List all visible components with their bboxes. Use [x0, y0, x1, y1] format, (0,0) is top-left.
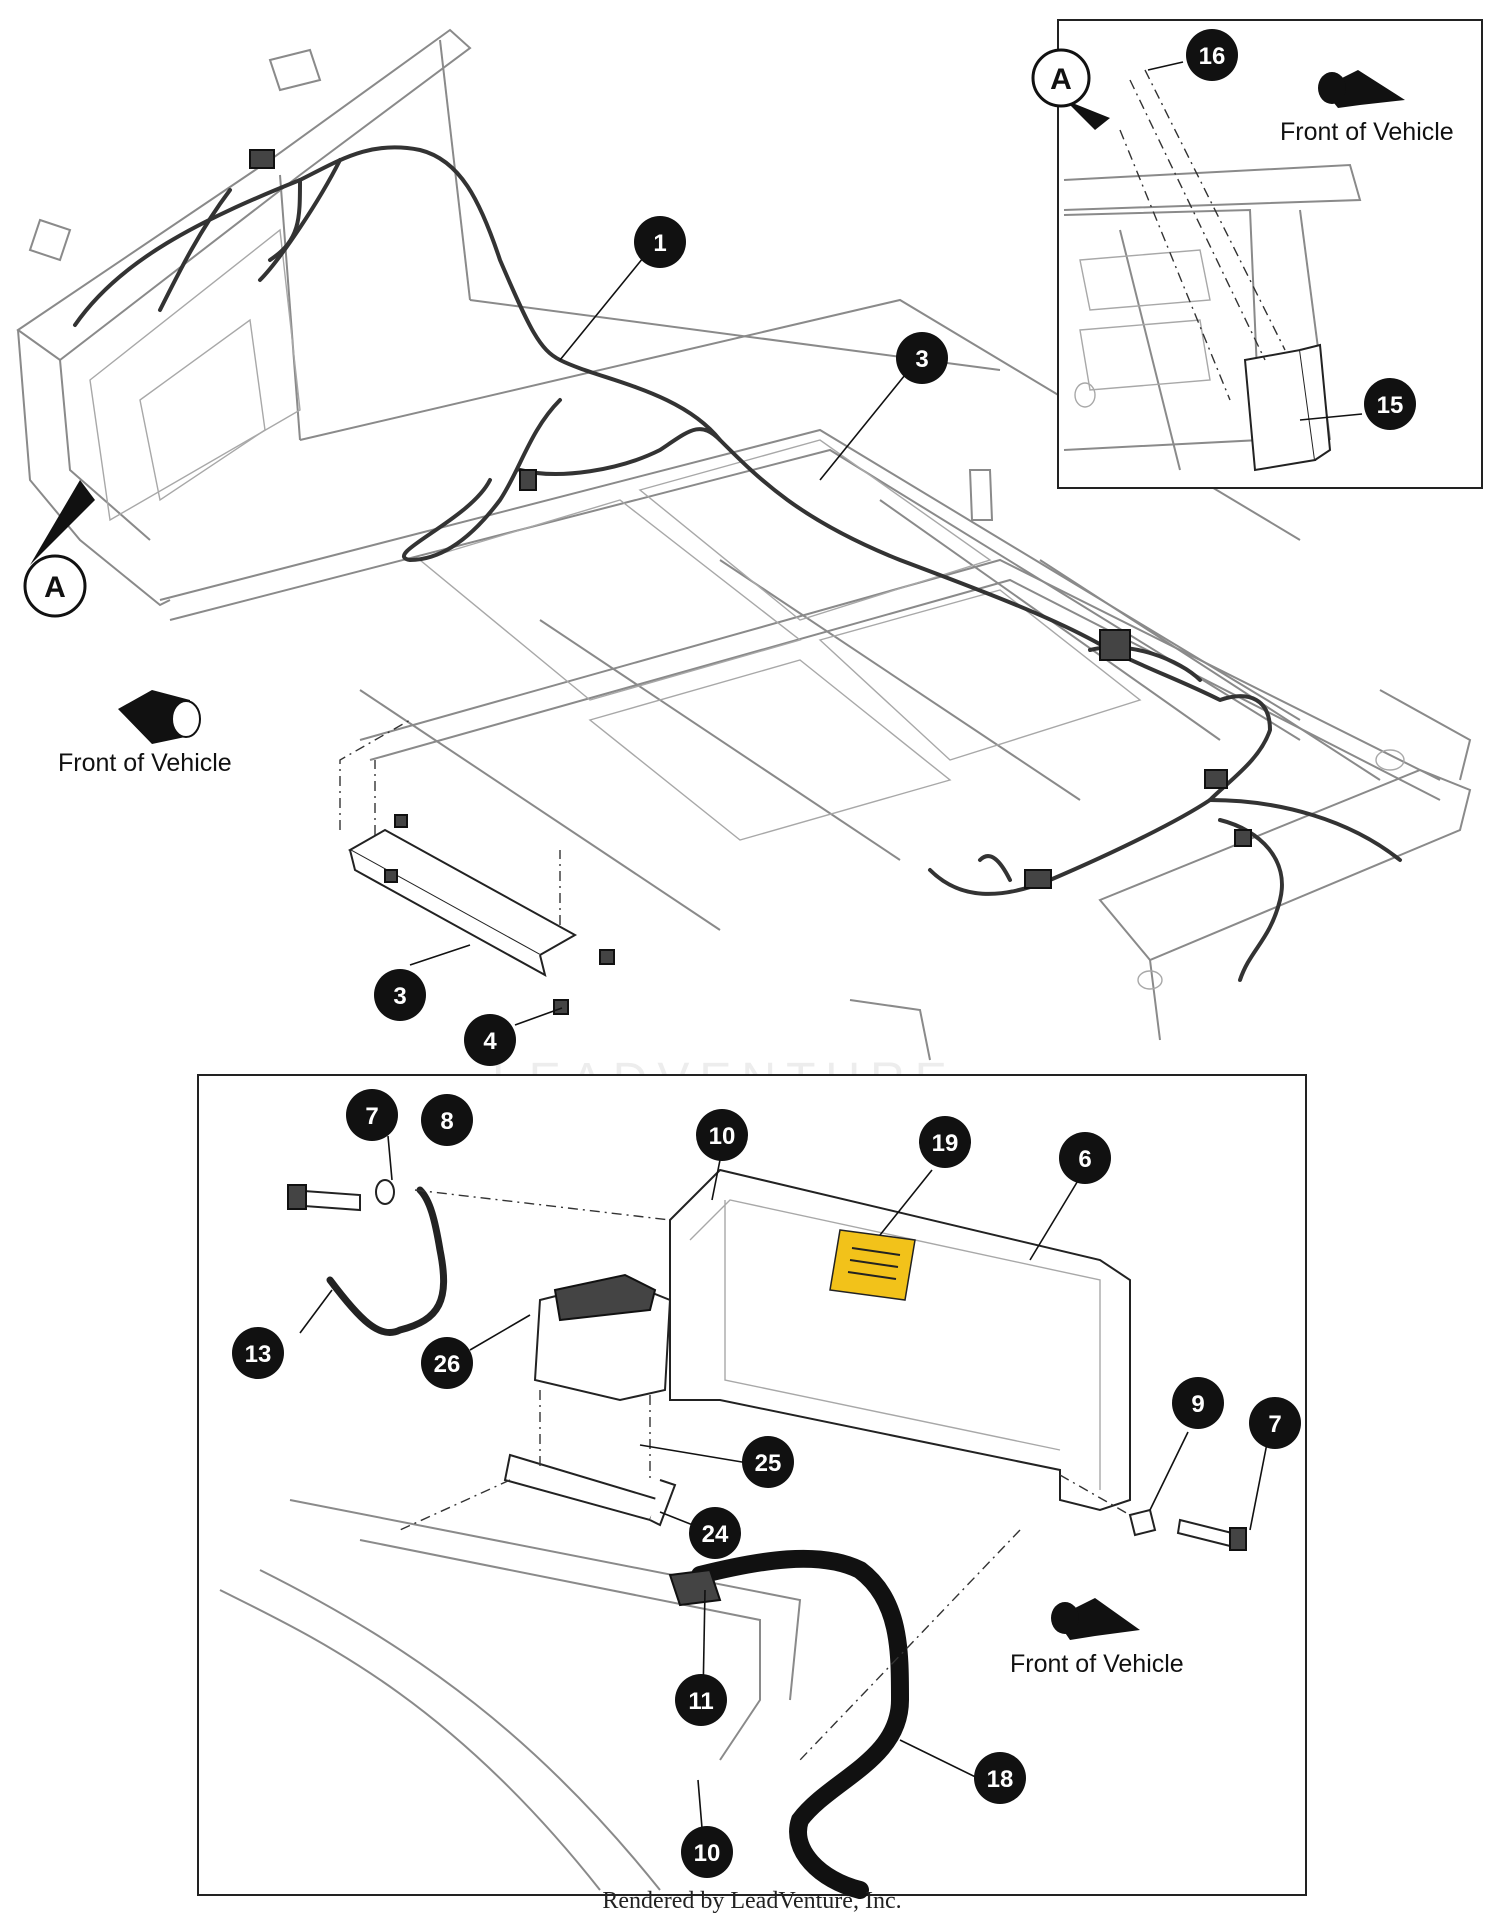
callout-24: 24 [689, 1507, 741, 1559]
front-of-vehicle-arrow-icon [1318, 70, 1405, 108]
svg-text:11: 11 [688, 1688, 713, 1715]
svg-text:10: 10 [694, 1840, 721, 1867]
svg-text:A: A [1050, 63, 1072, 96]
view-a-callout-inset: A [1031, 48, 1110, 130]
svg-text:10: 10 [709, 1123, 736, 1150]
svg-text:3: 3 [393, 983, 406, 1010]
callout-15: 15 [1364, 378, 1416, 430]
front-of-vehicle-label-lower: Front of Vehicle [1010, 1650, 1184, 1678]
svg-text:19: 19 [932, 1130, 959, 1157]
svg-text:9: 9 [1191, 1391, 1204, 1418]
front-of-vehicle-arrow-icon [118, 690, 201, 744]
svg-text:15: 15 [1377, 392, 1404, 419]
callout-7-right: 7 [1249, 1397, 1301, 1449]
callout-9: 9 [1172, 1377, 1224, 1429]
svg-text:8: 8 [440, 1108, 453, 1135]
leader-lines [299, 61, 1363, 1853]
callout-11: 11 [675, 1674, 727, 1726]
svg-text:18: 18 [987, 1766, 1014, 1793]
svg-text:3: 3 [915, 346, 928, 373]
view-a-callout-main: A [23, 480, 95, 618]
callout-10-top: 10 [696, 1109, 748, 1161]
callout-13: 13 [232, 1327, 284, 1379]
vehicle-frame [16, 28, 1472, 1061]
battery-bracket-3 [339, 719, 615, 1015]
warning-label-icon [829, 1229, 916, 1301]
callout-10-bottom: 10 [681, 1826, 733, 1878]
callout-6: 6 [1059, 1132, 1111, 1184]
svg-text:1: 1 [653, 230, 666, 257]
svg-text:16: 16 [1199, 43, 1226, 70]
callout-19: 19 [919, 1116, 971, 1168]
svg-text:6: 6 [1078, 1146, 1091, 1173]
inset-frame-drawing [1063, 69, 1362, 472]
lower-detail-drawing [219, 1168, 1247, 1899]
callout-3-bracket: 3 [374, 969, 426, 1021]
callout-8: 8 [421, 1094, 473, 1146]
front-of-vehicle-label-inset: Front of Vehicle [1280, 118, 1454, 146]
svg-text:7: 7 [1268, 1411, 1281, 1438]
callout-25: 25 [742, 1436, 794, 1488]
callout-4: 4 [464, 1014, 516, 1066]
wiring-harness [73, 145, 1402, 982]
callout-16: 16 [1186, 29, 1238, 81]
svg-text:26: 26 [434, 1351, 461, 1378]
callout-7-left: 7 [346, 1089, 398, 1141]
callout-18: 18 [974, 1752, 1026, 1804]
front-of-vehicle-label-left: Front of Vehicle [58, 749, 232, 777]
svg-text:7: 7 [365, 1103, 378, 1130]
svg-text:A: A [44, 571, 66, 604]
front-of-vehicle-arrow-icon [1051, 1598, 1140, 1640]
callout-3-harness: 3 [896, 332, 948, 384]
svg-text:13: 13 [245, 1341, 272, 1368]
callout-1: 1 [634, 216, 686, 268]
footer-credit: Rendered by LeadVenture, Inc. [602, 1888, 901, 1914]
svg-text:25: 25 [755, 1450, 782, 1477]
svg-text:4: 4 [483, 1028, 497, 1055]
callout-26: 26 [421, 1337, 473, 1389]
svg-text:24: 24 [702, 1521, 729, 1548]
